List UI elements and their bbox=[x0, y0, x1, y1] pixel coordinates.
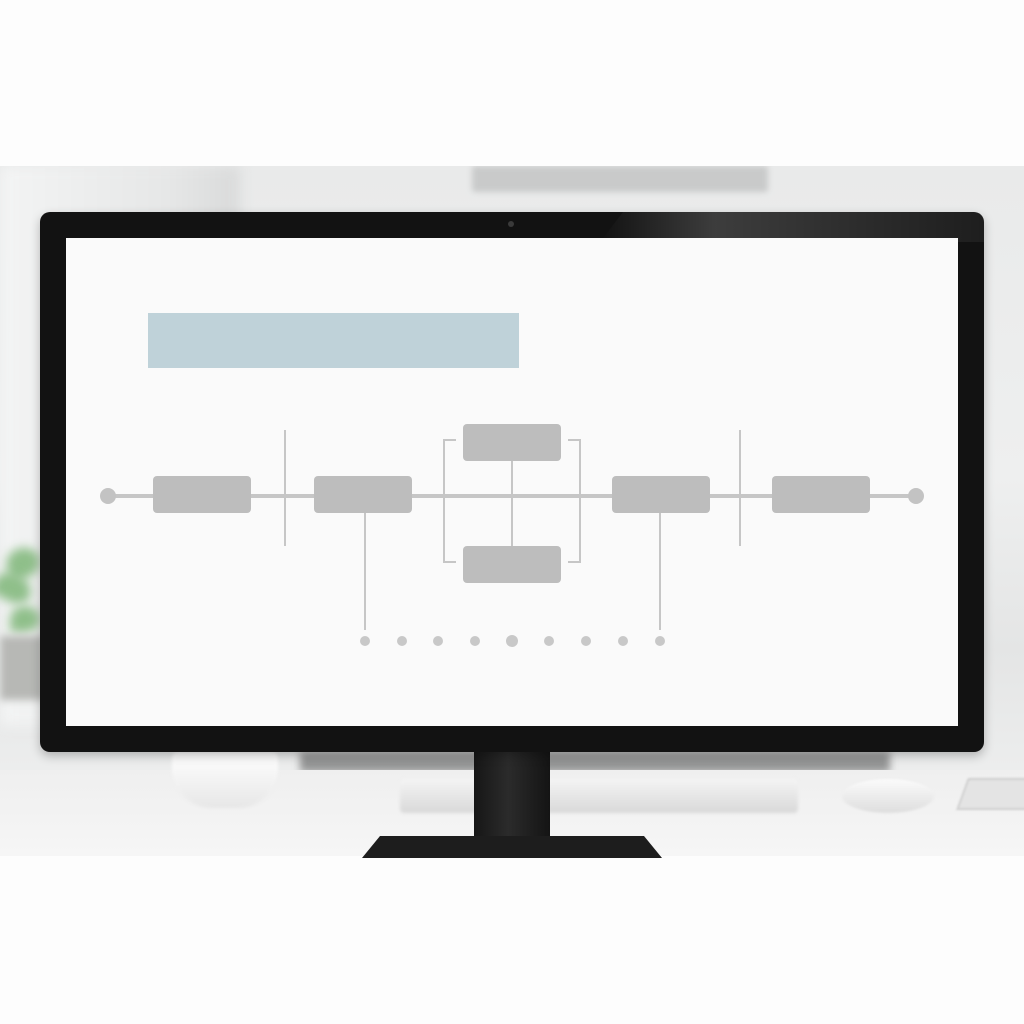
diagram-branch-node bbox=[463, 424, 561, 461]
plant-leaf bbox=[10, 606, 40, 632]
diagram-dot bbox=[360, 636, 370, 646]
monitor-stand-base bbox=[362, 836, 662, 858]
diagram-dot bbox=[470, 636, 480, 646]
diagram-dot bbox=[433, 636, 443, 646]
diagram-node bbox=[314, 476, 412, 513]
plant-pot bbox=[0, 636, 44, 700]
diagram-dot bbox=[655, 636, 665, 646]
bezel-glare bbox=[600, 212, 984, 242]
tablet-device bbox=[956, 778, 1024, 810]
diagram-branch-node bbox=[463, 546, 561, 583]
diagram-node bbox=[612, 476, 710, 513]
monitor-screen bbox=[66, 238, 958, 726]
computer-mouse bbox=[842, 779, 934, 813]
diagram-dot bbox=[618, 636, 628, 646]
coffee-mug bbox=[172, 752, 278, 808]
diagram-node bbox=[772, 476, 870, 513]
diagram-dot bbox=[506, 635, 518, 647]
diagram-endpoint-right bbox=[908, 488, 924, 504]
diagram-endpoint-left bbox=[100, 488, 116, 504]
diagram-node bbox=[153, 476, 251, 513]
title-bar bbox=[148, 313, 519, 368]
diagram-dot bbox=[581, 636, 591, 646]
diagram-branch-bracket-left bbox=[443, 439, 456, 563]
desk-edge bbox=[300, 752, 890, 772]
diagram-dot bbox=[397, 636, 407, 646]
keyboard bbox=[400, 779, 798, 813]
wall-shelf bbox=[472, 166, 768, 192]
flow-diagram bbox=[100, 424, 924, 647]
diagram-branch-bracket-right bbox=[568, 439, 581, 563]
webcam-icon bbox=[508, 221, 514, 227]
diagram-dot bbox=[544, 636, 554, 646]
